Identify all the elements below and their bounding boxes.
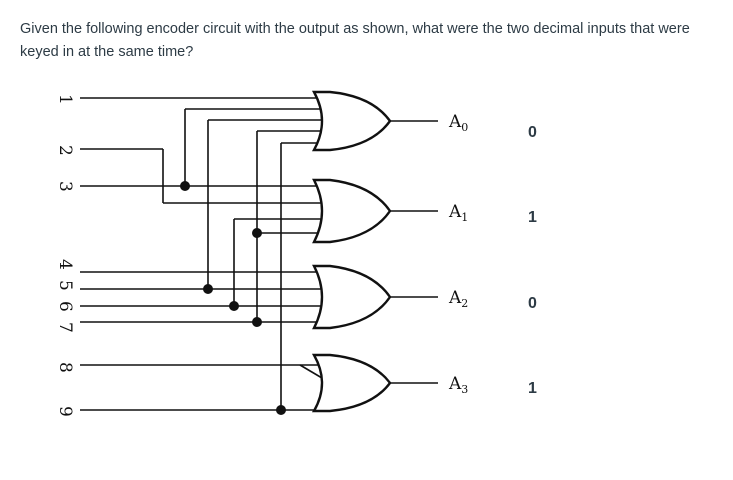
output-letter: A [448, 202, 462, 222]
input-labels: 1 2 3 4 5 6 7 8 9 [55, 94, 75, 417]
junction-dot [276, 405, 286, 415]
input-wires [80, 97, 322, 411]
output-label-a2: A2 [448, 288, 468, 310]
tap-wires [184, 108, 323, 410]
junction-dot [252, 228, 262, 238]
input-label-5: 5 [55, 280, 75, 291]
output-value-a0: 0 [528, 124, 537, 141]
output-subscript: 2 [461, 297, 468, 310]
or-gate-a2 [312, 264, 392, 330]
output-values: 0 1 0 1 [528, 124, 537, 397]
output-wires [390, 120, 438, 384]
junction-dot [203, 284, 213, 294]
output-subscript: 3 [461, 383, 468, 396]
output-value-a2: 0 [528, 295, 537, 312]
output-letter: A [448, 112, 462, 132]
input-label-3: 3 [55, 181, 75, 192]
output-letter: A [448, 288, 462, 308]
or-gate-a1 [312, 178, 392, 244]
junction-dots [180, 181, 286, 415]
question-text: Given the following encoder circuit with… [20, 21, 690, 60]
output-value-a1: 1 [528, 209, 537, 226]
or-gates [311, 90, 392, 413]
input-label-2: 2 [55, 145, 75, 156]
junction-dot [180, 181, 190, 191]
output-value-a3: 1 [528, 380, 537, 397]
output-label-a3: A3 [448, 374, 468, 396]
tap-8-a3-h [299, 364, 323, 379]
or-gate-a0 [311, 90, 392, 152]
input-label-4: 4 [55, 259, 75, 270]
or-gate-a3 [311, 353, 392, 413]
output-subscript: 0 [461, 121, 468, 134]
input-label-6: 6 [55, 301, 75, 312]
input-label-7: 7 [55, 322, 75, 333]
output-labels: A0 A1 A2 A3 [448, 112, 468, 396]
junction-dot [229, 301, 239, 311]
output-label-a0: A0 [448, 112, 468, 134]
output-label-a1: A1 [448, 202, 468, 224]
output-letter: A [448, 374, 462, 394]
junction-dot [252, 317, 262, 327]
input-label-8: 8 [55, 362, 75, 373]
output-subscript: 1 [461, 211, 468, 224]
input-label-9: 9 [55, 406, 75, 417]
input-label-1: 1 [55, 94, 75, 105]
